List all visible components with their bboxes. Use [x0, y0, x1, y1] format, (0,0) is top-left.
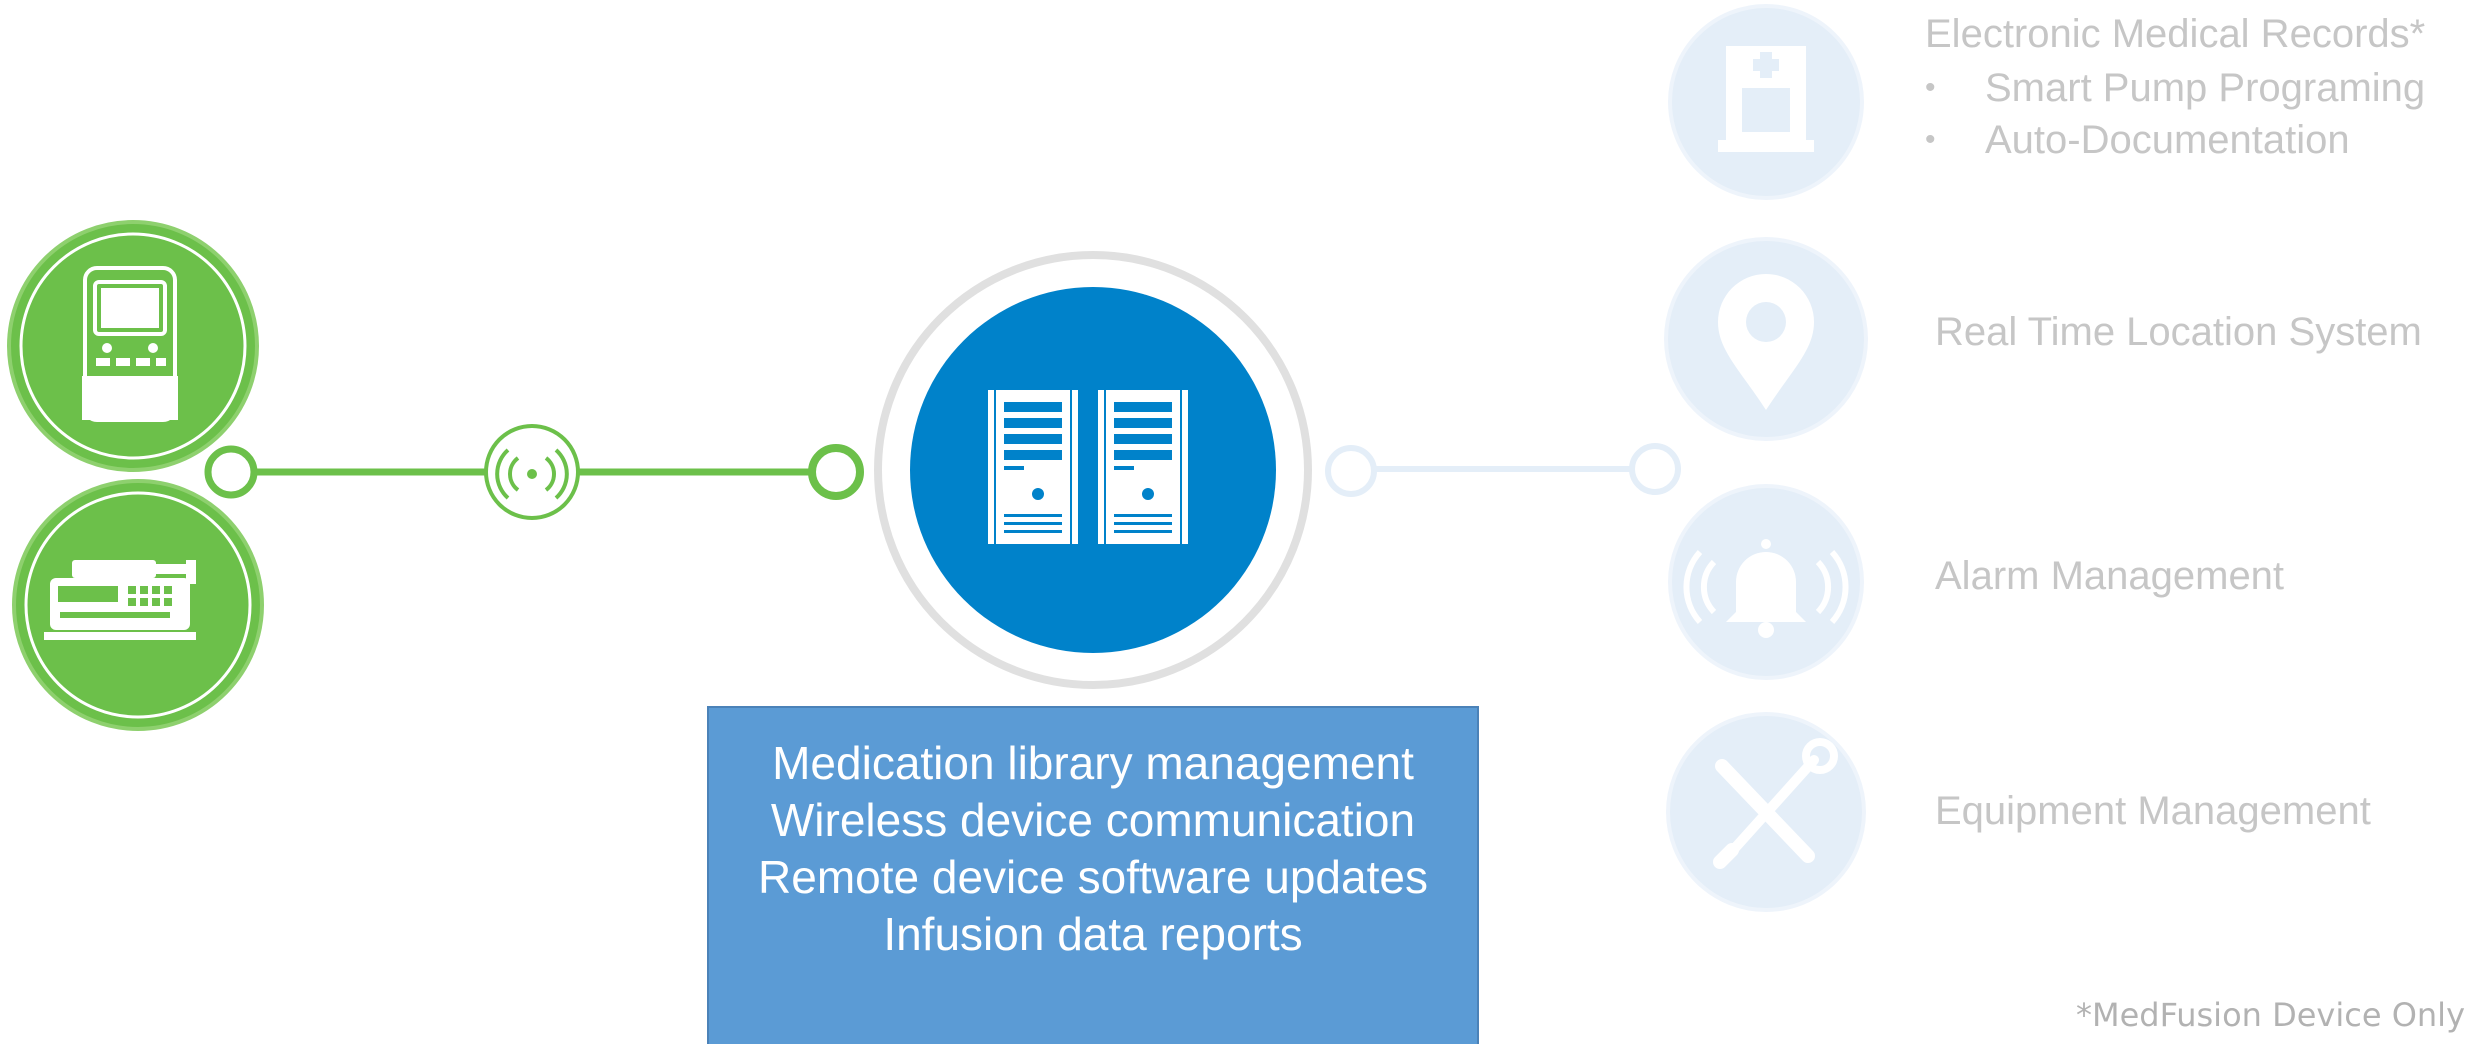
- syringe-pump-icon: [44, 560, 196, 640]
- alarm-title: Alarm Management: [1935, 554, 2285, 598]
- server-node: [874, 251, 1312, 689]
- device-link: [204, 424, 864, 520]
- rtls-title: Real Time Location System: [1935, 310, 2422, 354]
- footnote: *MedFusion Device Only: [2075, 996, 2465, 1034]
- feature-item: Wireless device communication: [770, 794, 1416, 846]
- infusion-pump-node: [7, 220, 259, 472]
- server-icon: [988, 390, 1188, 544]
- location-pin-icon: [1718, 274, 1814, 410]
- tools-icon: [1713, 738, 1838, 869]
- equipment-title: Equipment Management: [1935, 789, 2371, 833]
- server-features-box: Medication library management Wireless d…: [707, 706, 1479, 1044]
- emr-bullet: •Auto-Documentation: [1925, 118, 2350, 162]
- emr-bullet-text: Auto-Documentation: [1985, 118, 2350, 162]
- alarm-bell-icon: [1683, 539, 1849, 638]
- syringe-pump-node: [12, 479, 264, 731]
- emr-bullet-text: Smart Pump Programing: [1985, 66, 2426, 110]
- emr-node: [1668, 4, 1864, 200]
- emr-title: Electronic Medical Records*: [1925, 12, 2426, 56]
- hospital-icon: [1718, 46, 1814, 152]
- infusion-pump-icon: [82, 266, 178, 422]
- alarm-node: [1668, 484, 1864, 680]
- wireless-signal-icon: [484, 424, 580, 520]
- rtls-node: [1664, 237, 1868, 441]
- equipment-node: [1666, 712, 1866, 912]
- feature-item: Medication library management: [772, 737, 1414, 789]
- emr-bullet: •Smart Pump Programing: [1925, 66, 2426, 110]
- feature-item: Infusion data reports: [883, 908, 1303, 960]
- emr-bullet-list: •Smart Pump Programing •Auto-Documentati…: [1925, 62, 2425, 166]
- service-link: [1325, 443, 1681, 497]
- feature-item: Remote device software updates: [758, 851, 1428, 903]
